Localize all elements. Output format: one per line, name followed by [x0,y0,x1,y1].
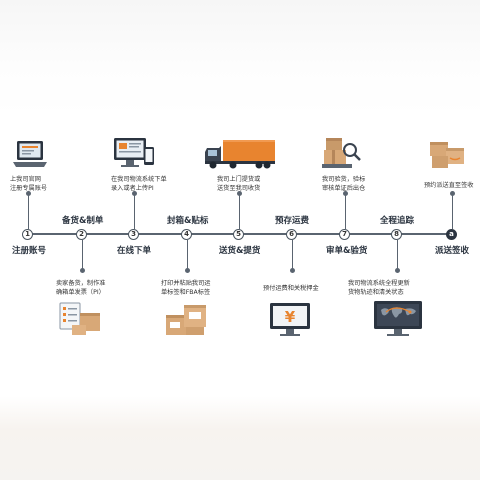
step-desc-4: 打印并粘贴我司运单标签和FBA标签 [161,280,211,296]
connector-3 [134,193,135,229]
step-node-7: 7 [339,229,350,240]
truck-icon [205,140,275,169]
blurred-bottom-band [0,396,480,480]
step-label-final: 派送签收 [435,246,470,256]
stage-label-3: 预存运费 [275,216,310,226]
connector-4 [187,240,188,270]
step-label-1: 注册账号 [12,246,47,256]
connector-7 [345,193,346,229]
connector-8 [397,240,398,270]
step-desc-final: 预约派送直至签收 [424,182,474,189]
connector-dot-3 [132,191,137,196]
connector-2 [82,240,83,270]
step-node-1: 1 [22,229,33,240]
step-desc-3: 在我司物流系统下单录入或者上传PI [111,176,167,192]
computer-phone-icon [114,138,154,167]
connector-5 [239,193,240,229]
step-desc-7: 我司验货，验标审核单证后出仓 [322,176,366,192]
step-node-4: 4 [181,229,192,240]
yen-monitor-icon: ¥ [270,303,310,336]
connector-dot-final [450,191,455,196]
inspection-icon [322,138,361,168]
world-map-monitor-icon [374,301,422,336]
step-desc-8: 我司物流系统全程更新货物轨迹和清关状态 [348,280,410,296]
step-node-final: a [446,229,457,240]
stage-label-1: 备货&制单 [62,216,104,226]
labeled-boxes-icon [166,305,206,335]
connector-1 [28,193,29,229]
connector-dot-1 [26,191,31,196]
stage-label-4: 全程追踪 [380,216,415,226]
blurred-top-band [0,0,480,118]
amazon-boxes-icon [430,142,464,168]
step-node-3: 3 [128,229,139,240]
connector-dot-5 [237,191,242,196]
connector-dot-7 [343,191,348,196]
step-node-8: 8 [391,229,402,240]
connector-dot-6 [290,268,295,273]
svg-text:¥: ¥ [285,308,296,326]
step-node-5: 5 [233,229,244,240]
step-desc-2: 卖家备货，制作准确箱单发票（PI） [56,280,106,296]
connector-dot-2 [80,268,85,273]
connector-6 [292,240,293,270]
checklist-boxes-icon [59,302,100,335]
step-desc-1: 上我司官网注册专属账号 [10,176,48,192]
laptop-icon [13,141,47,167]
step-label-3: 在线下单 [117,246,152,256]
step-desc-6: 预付运费和关税押金 [263,285,319,292]
step-label-5: 送货&提货 [219,246,261,256]
step-node-2: 2 [76,229,87,240]
connector-dot-4 [185,268,190,273]
step-desc-5: 我司上门提货或送货至我司收货 [217,176,261,192]
connector-dot-8 [395,268,400,273]
step-label-7: 审单&验货 [326,246,368,256]
stage-label-2: 封箱&贴标 [167,216,209,226]
step-node-6: 6 [286,229,297,240]
connector-final [452,193,453,229]
